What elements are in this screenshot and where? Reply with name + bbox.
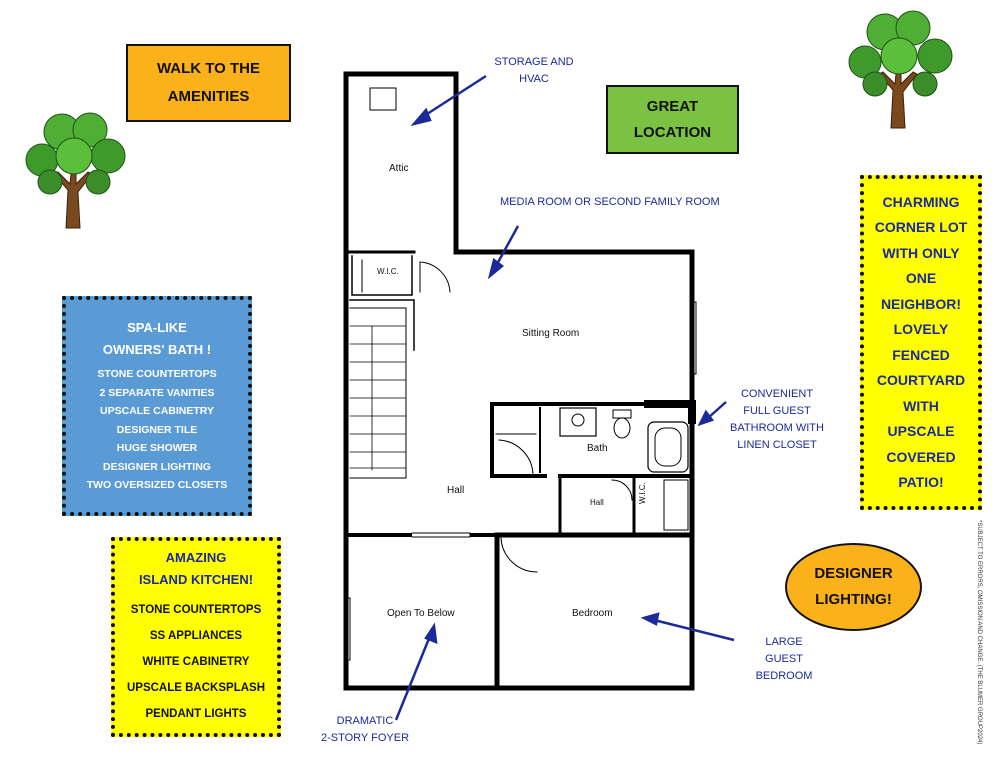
room-sitting: Sitting Room <box>522 328 580 339</box>
disclaimer: *SUBJECT TO ERRORS, OMISSION AND CHANGE.… <box>976 520 982 745</box>
note-foyer: DRAMATIC 2-STORY FOYER <box>320 715 410 744</box>
room-wic-2: W.I.C. <box>638 482 647 504</box>
room-hall-2: Hall <box>590 498 604 507</box>
room-attic: Attic <box>389 163 409 174</box>
room-open-below: Open To Below <box>387 608 455 619</box>
note-guest-bath: CONVENIENT FULL GUEST BATHROOM WITH LINE… <box>730 388 824 451</box>
corner-lot-box: CHARMING CORNER LOT WITH ONLY ONE NEIGHB… <box>860 175 982 510</box>
note-large-guest: LARGE GUEST BEDROOM <box>755 636 813 682</box>
great-location-box: GREAT LOCATION <box>606 85 739 154</box>
designer-lighting-oval: DESIGNER LIGHTING! <box>785 543 922 631</box>
room-hall: Hall <box>447 485 465 496</box>
walk-amenities-box: WALK TO THE AMENITIES <box>126 44 291 122</box>
note-media: MEDIA ROOM OR SECOND FAMILY ROOM <box>500 196 720 208</box>
island-kitchen-box: AMAZING ISLAND KITCHEN! STONE COUNTERTOP… <box>111 537 281 737</box>
room-wic-1: W.I.C. <box>377 267 399 276</box>
room-bedroom: Bedroom <box>572 608 613 619</box>
note-storage: STORAGE AND HVAC <box>494 56 574 85</box>
spa-bath-box: SPA-LIKE OWNERS' BATH ! STONE COUNTERTOP… <box>62 296 252 516</box>
room-bath: Bath <box>587 443 608 454</box>
